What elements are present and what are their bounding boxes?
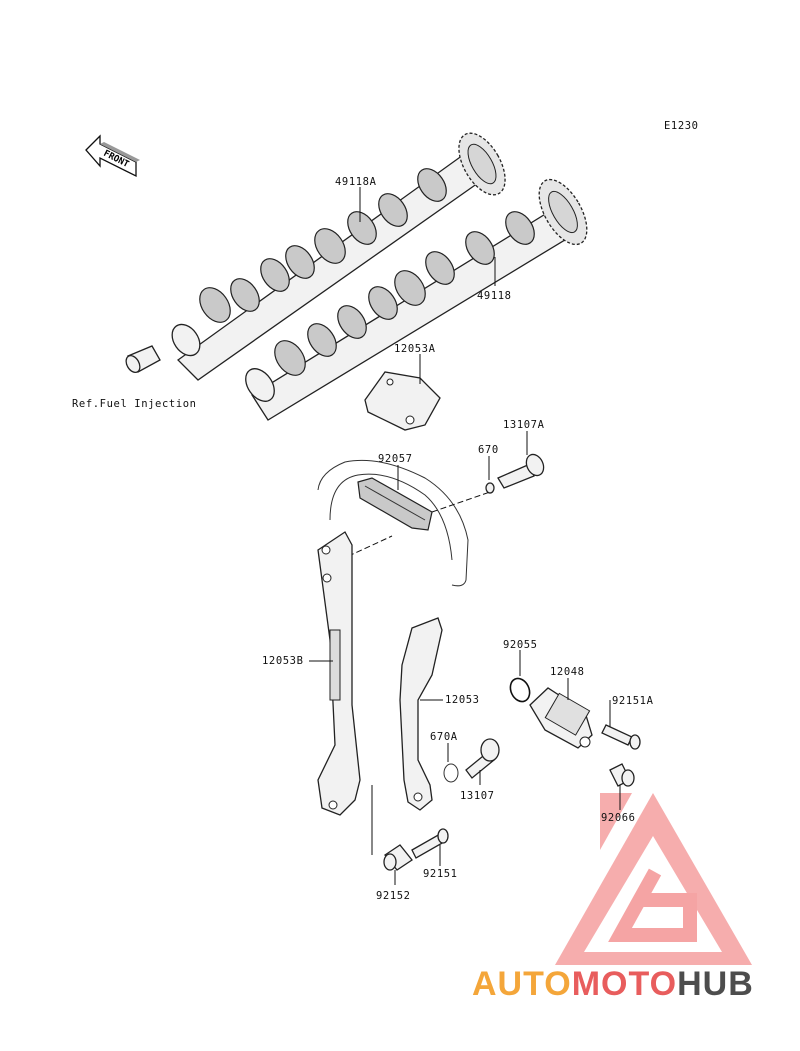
collar-92152 [383,844,413,871]
watermark-hub: HUB [677,965,754,1003]
pivot-bolt-lower [443,738,500,783]
part-label[interactable]: 12048 [550,666,585,678]
watermark-moto: MOTO [572,965,677,1003]
part-label[interactable]: 13107A [503,419,545,431]
part-label[interactable]: 49118 [477,290,512,302]
o-ring-92055 [509,677,531,703]
cam-chain [317,459,491,587]
part-label[interactable]: 670 [478,444,499,456]
part-label[interactable]: 12053 [445,694,480,706]
plug-92066 [609,763,635,787]
camshaft-exhaust [245,178,588,421]
chain-guide-upper [364,371,441,431]
part-label[interactable]: 92151 [423,868,458,880]
pivot-bolt-upper [485,453,545,494]
part-label[interactable]: 92057 [378,453,413,465]
front-arrow-icon: FRONT [85,134,140,178]
part-label[interactable]: 92151A [612,695,654,707]
diagram-id: E1230 [664,120,699,132]
part-label[interactable]: 49118A [335,176,377,188]
bolt-92151a [601,724,641,750]
bolt-92151 [411,828,449,859]
part-label[interactable]: 670A [430,731,458,743]
watermark-auto: AUTO [472,965,572,1003]
part-label[interactable]: 13107 [460,790,495,802]
tensioner-arm-12053 [399,617,443,811]
part-label[interactable]: 92066 [601,812,636,824]
reference-note: Ref.Fuel Injection [72,398,197,410]
part-label[interactable]: 92055 [503,639,538,651]
part-label[interactable]: 12053A [394,343,436,355]
part-label[interactable]: 92152 [376,890,411,902]
part-labels: 49118A 49118 12053A 13107A 670 92057 120… [72,176,654,902]
part-label[interactable]: 12053B [262,655,304,667]
camshaft-intake [171,132,506,381]
cam-chain-tensioner [529,687,593,749]
leader-lines [309,187,621,885]
watermark-text: AUTOMOTOHUB [472,965,754,1003]
chain-guide-12053b [317,531,361,816]
watermark-logo [555,793,752,965]
fuel-injection-plug [125,345,161,374]
